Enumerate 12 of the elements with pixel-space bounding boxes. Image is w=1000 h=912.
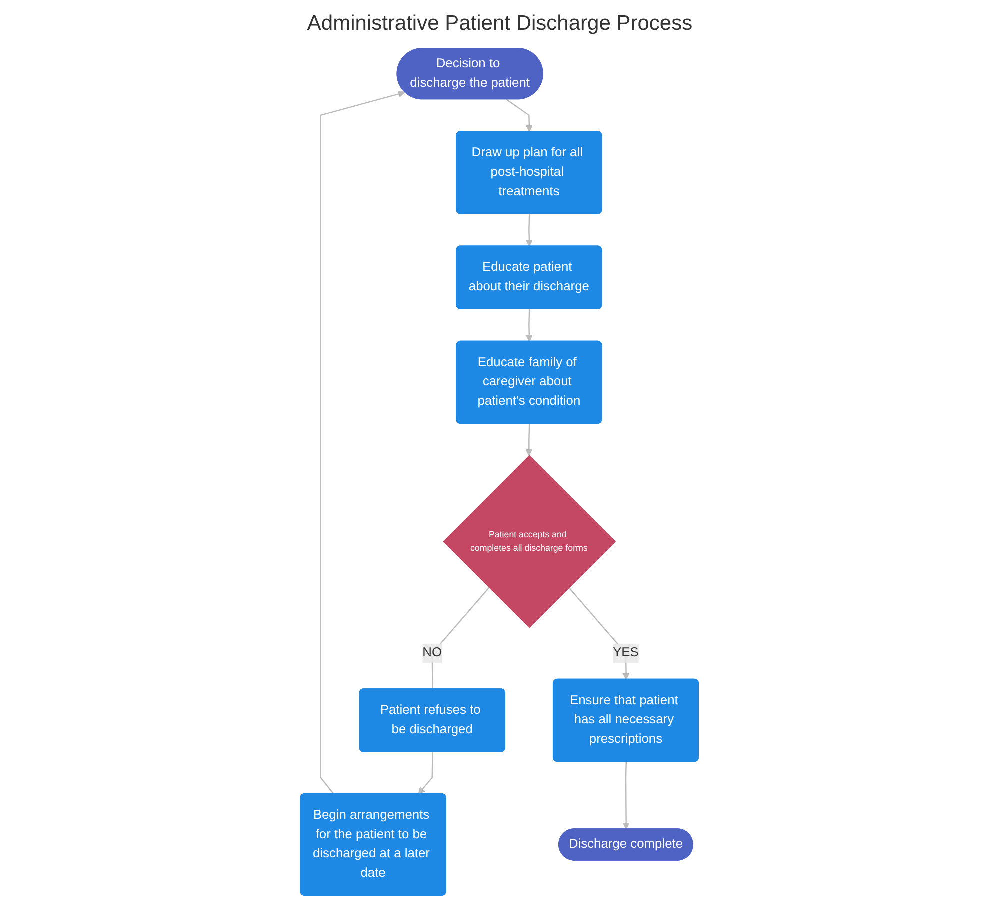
arrow xyxy=(526,214,534,247)
arrow xyxy=(506,99,534,132)
connector xyxy=(432,587,490,690)
arrow xyxy=(418,752,434,795)
edge-label: NO xyxy=(423,646,442,660)
edge-label: YES xyxy=(613,646,640,660)
arrow xyxy=(320,90,406,795)
node-diamond: Patient accepts and completes all discharge forms xyxy=(443,455,616,628)
diagram-title: Administrative Patient Discharge Process xyxy=(306,12,694,36)
arrow xyxy=(623,762,630,830)
arrow xyxy=(526,309,534,342)
arrow xyxy=(526,424,534,456)
